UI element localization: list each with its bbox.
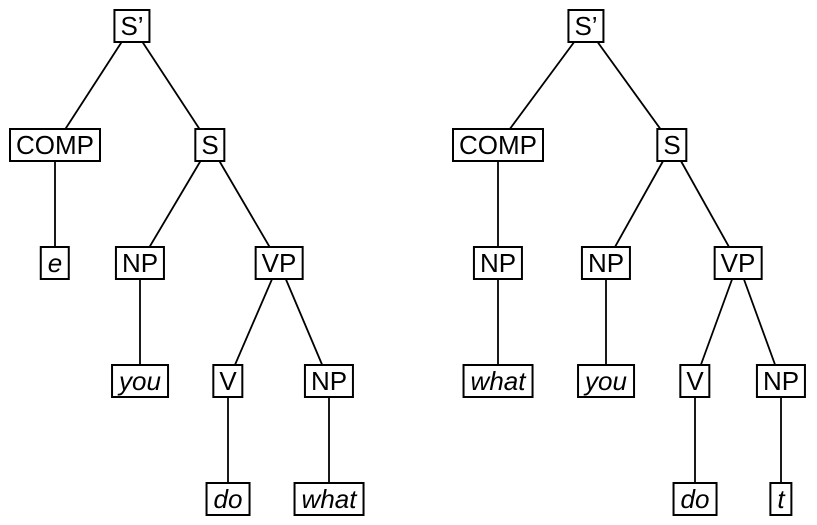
tree-edge-left-sbar-comp [54, 25, 133, 146]
tree-node-left-np2: NP [303, 364, 355, 398]
tree-node-left-comp: COMP [9, 128, 101, 162]
tree-node-right-np2: NP [580, 246, 632, 280]
tree-edge-right-s-vp [671, 144, 739, 264]
tree-node-right-do: do [672, 482, 718, 516]
tree-node-right-s: S [656, 128, 688, 162]
tree-node-right-sbar: S’ [567, 9, 605, 43]
tree-edge-right-vp-v [694, 262, 739, 382]
tree-node-left-you: you [111, 364, 169, 398]
tree-node-left-sbar: S’ [113, 9, 151, 43]
tree-node-right-you: you [577, 364, 635, 398]
tree-edge-left-s-np1 [139, 144, 211, 264]
tree-node-right-what: what [462, 364, 534, 398]
tree-edge-left-vp-v [227, 262, 280, 382]
tree-node-left-s: S [194, 128, 226, 162]
tree-node-left-vp: VP [254, 246, 304, 280]
tree-node-left-do: do [205, 482, 251, 516]
tree-edge-left-sbar-s [131, 25, 211, 146]
tree-edge-right-vp-np3 [737, 262, 782, 382]
tree-edge-right-s-np2 [605, 144, 673, 264]
tree-node-right-v: V [679, 364, 711, 398]
tree-node-right-t: t [769, 482, 793, 516]
tree-node-left-e: e [39, 246, 71, 280]
tree-node-left-np1: NP [114, 246, 166, 280]
tree-node-right-np1: NP [472, 246, 524, 280]
tree-node-right-vp: VP [713, 246, 763, 280]
tree-node-left-v: V [212, 364, 244, 398]
tree-edge-right-sbar-s [585, 25, 673, 146]
tree-node-right-np3: NP [755, 364, 807, 398]
tree-edge-left-s-vp [209, 144, 280, 264]
tree-node-right-comp: COMP [452, 128, 544, 162]
tree-edge-right-sbar-comp [497, 25, 587, 146]
tree-edge-left-vp-np2 [278, 262, 330, 382]
tree-node-left-what: what [293, 482, 365, 516]
